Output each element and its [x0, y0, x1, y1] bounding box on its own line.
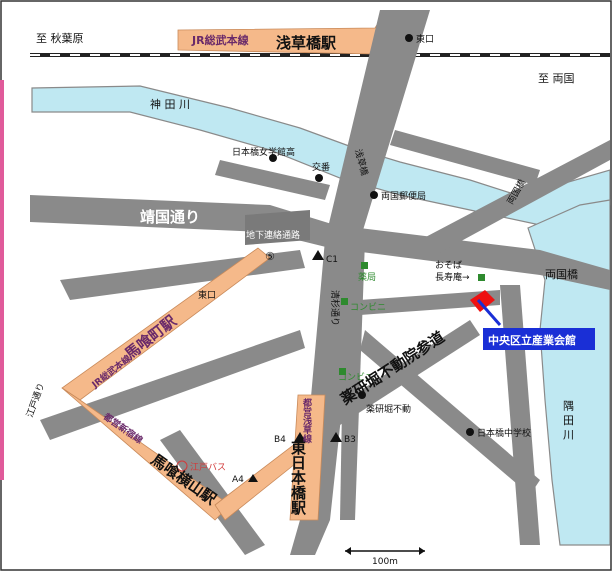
road-upper-left — [215, 160, 330, 200]
dot-icon — [370, 191, 378, 199]
label-underground-passage: 地下連絡通路 — [246, 229, 300, 241]
bus-icon — [176, 460, 188, 472]
dot-icon — [315, 174, 323, 182]
dot-icon — [358, 391, 366, 399]
dot-icon — [269, 154, 277, 162]
road-right-diag — [420, 140, 610, 258]
label-soba-shop: 長寿庵→ — [435, 271, 470, 283]
flag-icon — [470, 290, 495, 312]
label-east-exit: 東口 — [416, 33, 434, 45]
triangle-icon — [248, 474, 258, 482]
label-exit-a4: A4 — [232, 475, 244, 485]
label-exit-b4: B4 — [274, 435, 286, 445]
label-convenience-1: コンビニ — [350, 302, 386, 313]
sumida-river — [527, 199, 611, 546]
label-exit-c1: C1 — [326, 255, 338, 265]
label-kiyosugi-street: 清杉通り — [329, 290, 341, 326]
label-scale: 100m — [372, 557, 398, 567]
label-edo-bus: 江戸バス — [190, 462, 226, 473]
road-upper-mid — [390, 130, 540, 185]
triangle-icon — [294, 432, 306, 442]
label-exit-5: ⑤ — [265, 250, 275, 263]
triangle-icon — [330, 432, 342, 442]
venue-marker[interactable] — [470, 290, 595, 350]
square-icon — [341, 298, 348, 305]
scale-bar-icon — [345, 547, 425, 555]
dot-icon — [405, 34, 413, 42]
square-icon — [361, 262, 368, 269]
label-pharmacy: 薬局 — [358, 271, 376, 283]
label-yagenbori-fudo: 薬研堀不動 — [366, 403, 411, 415]
road-junction — [245, 210, 310, 245]
label-toei-asakusa-line: 都営浅草線 — [301, 397, 313, 444]
label-to-ryogoku: 至 両国 — [538, 72, 575, 85]
label-higashinihonbashi-station: 東日本橋駅 — [289, 439, 307, 516]
pink-edge-left — [0, 80, 4, 480]
road-mid-right — [360, 290, 500, 315]
venue-label-box — [483, 328, 595, 350]
label-sumida-river: 隅 田 川 — [562, 400, 575, 440]
label-jr-sobu-line: JR総武本線 — [191, 33, 249, 47]
road-left-low — [40, 330, 305, 440]
label-east-exit-2: 東口 — [198, 289, 216, 301]
triangle-icon — [312, 250, 324, 260]
label-asakusabashi-station: 浅草橋駅 — [276, 34, 337, 52]
road-lower-right — [360, 330, 540, 495]
road-yasukuni — [30, 195, 610, 290]
label-soba-name: おそば — [435, 260, 462, 271]
label-to-akihabara: 至 秋葉原 — [36, 31, 84, 45]
dot-icon — [466, 428, 474, 436]
road-edo-dori — [290, 10, 430, 555]
label-exit-b3: B3 — [344, 435, 356, 445]
road-kiyosugi — [340, 240, 365, 520]
label-ryogoku-bridge: 両国橋 — [545, 267, 578, 281]
square-icon — [339, 368, 346, 375]
label-yasukuni-street: 靖国通り — [140, 208, 200, 226]
label-junior-high: 日本橋中学校 — [477, 427, 531, 439]
label-venue[interactable]: 中央区立産業会館 — [488, 333, 576, 347]
label-ryogoku-post: 両国郵便局 — [381, 190, 426, 202]
route-asakusa-line — [289, 394, 326, 521]
label-convenience-2: コンビニ — [338, 372, 374, 383]
square-icon — [478, 274, 485, 281]
label-girls-school: 日本橋女学館高 — [232, 146, 295, 158]
label-koban: 交番 — [312, 161, 330, 173]
label-kanda-river: 神 田 川 — [150, 97, 190, 111]
